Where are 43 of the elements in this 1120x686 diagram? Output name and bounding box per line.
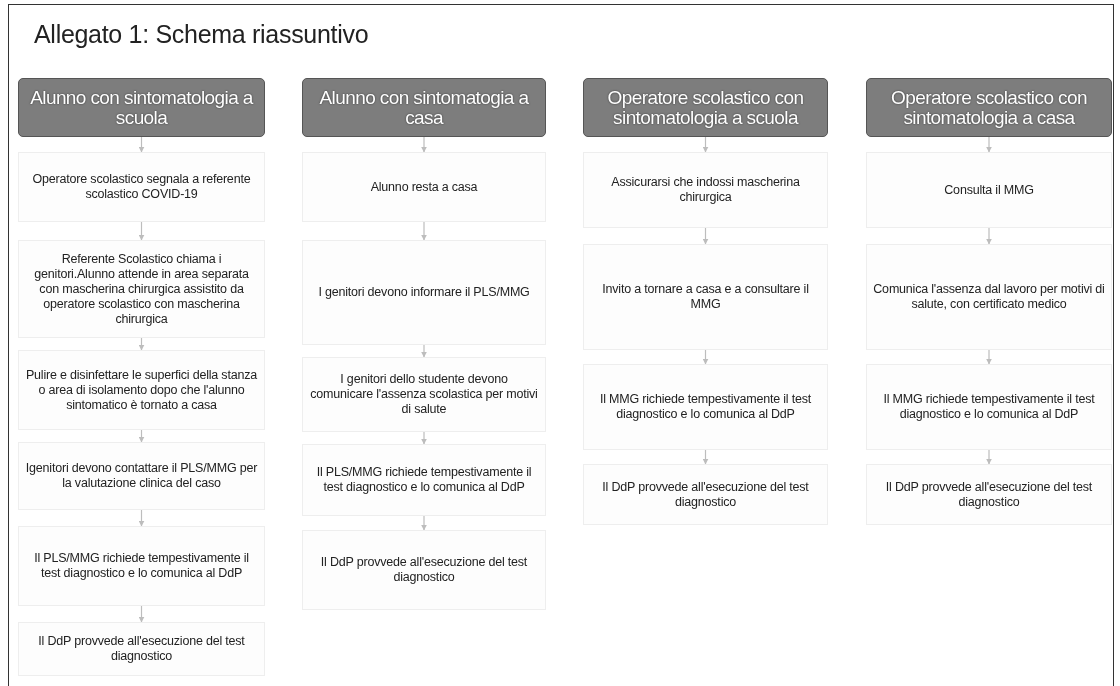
step-box: Pulire e disinfettare le superfici della stanza o area di isolamento dopo che l'alunno sintomatico è tornato a casa [18,350,265,430]
step-box: Il MMG richiede tempestivamente il test diagnostico e lo comunica al DdP [583,364,828,450]
step-box: Il DdP provvede all'esecuzione del test diagnostico [583,464,828,525]
step-box: Igenitori devono contattare il PLS/MMG per la valutazione clinica del caso [18,442,265,510]
arrow [421,515,427,531]
arrow [138,605,145,623]
step-box: Consulta il MMG [866,152,1112,228]
step-box: Alunno resta a casa [302,152,546,222]
step-box: Operatore scolastico segnala a referente scolastico COVID-19 [18,152,265,222]
step-box: Il DdP provvede all'esecuzione del test diagnostico [18,622,265,676]
step-box: Il DdP provvede all'esecuzione del test diagnostico [866,464,1112,525]
column-header: Operatore scolastico con sintomatologia a casa [866,78,1112,137]
arrow [138,429,145,443]
step-box: Referente Scolastico chiama i genitori.Alunno attende in area separata con mascherina chirurgica assistito da operatore scolastico con mascherina chirurgica [18,240,265,338]
arrow [421,431,427,445]
arrow [986,227,992,245]
arrow [421,344,427,358]
arrow [421,136,427,153]
arrow [138,136,145,153]
arrow [138,509,145,527]
step-box: I genitori devono informare il PLS/MMG [302,240,546,345]
arrow [702,227,709,245]
step-box: Invito a tornare a casa e a consultare il MMG [583,244,828,350]
column-header: Alunno con sintomatologia a scuola [18,78,265,137]
arrow [986,449,992,465]
step-box: Il PLS/MMG richiede tempestivamente il test diagnostico e lo comunica al DdP [302,444,546,516]
arrow [702,449,709,465]
step-box: Il DdP provvede all'esecuzione del test diagnostico [302,530,546,610]
arrow [986,349,992,365]
step-box: Comunica l'assenza dal lavoro per motivi di salute, con certificato medico [866,244,1112,350]
column-header: Alunno con sintomatogia a casa [302,78,546,137]
arrow [421,221,427,241]
arrow [138,221,145,241]
arrow [986,136,992,153]
arrow [138,337,145,351]
column-header: Operatore scolastico con sintomatologia a scuola [583,78,828,137]
arrow [702,349,709,365]
diagram-title: Allegato 1: Schema riassuntivo [34,20,369,49]
step-box: I genitori dello studente devono comunicare l'assenza scolastica per motivi di salute [302,357,546,432]
arrow [702,136,709,153]
step-box: Il PLS/MMG richiede tempestivamente il test diagnostico e lo comunica al DdP [18,526,265,606]
step-box: Il MMG richiede tempestivamente il test diagnostico e lo comunica al DdP [866,364,1112,450]
step-box: Assicurarsi che indossi mascherina chirurgica [583,152,828,228]
